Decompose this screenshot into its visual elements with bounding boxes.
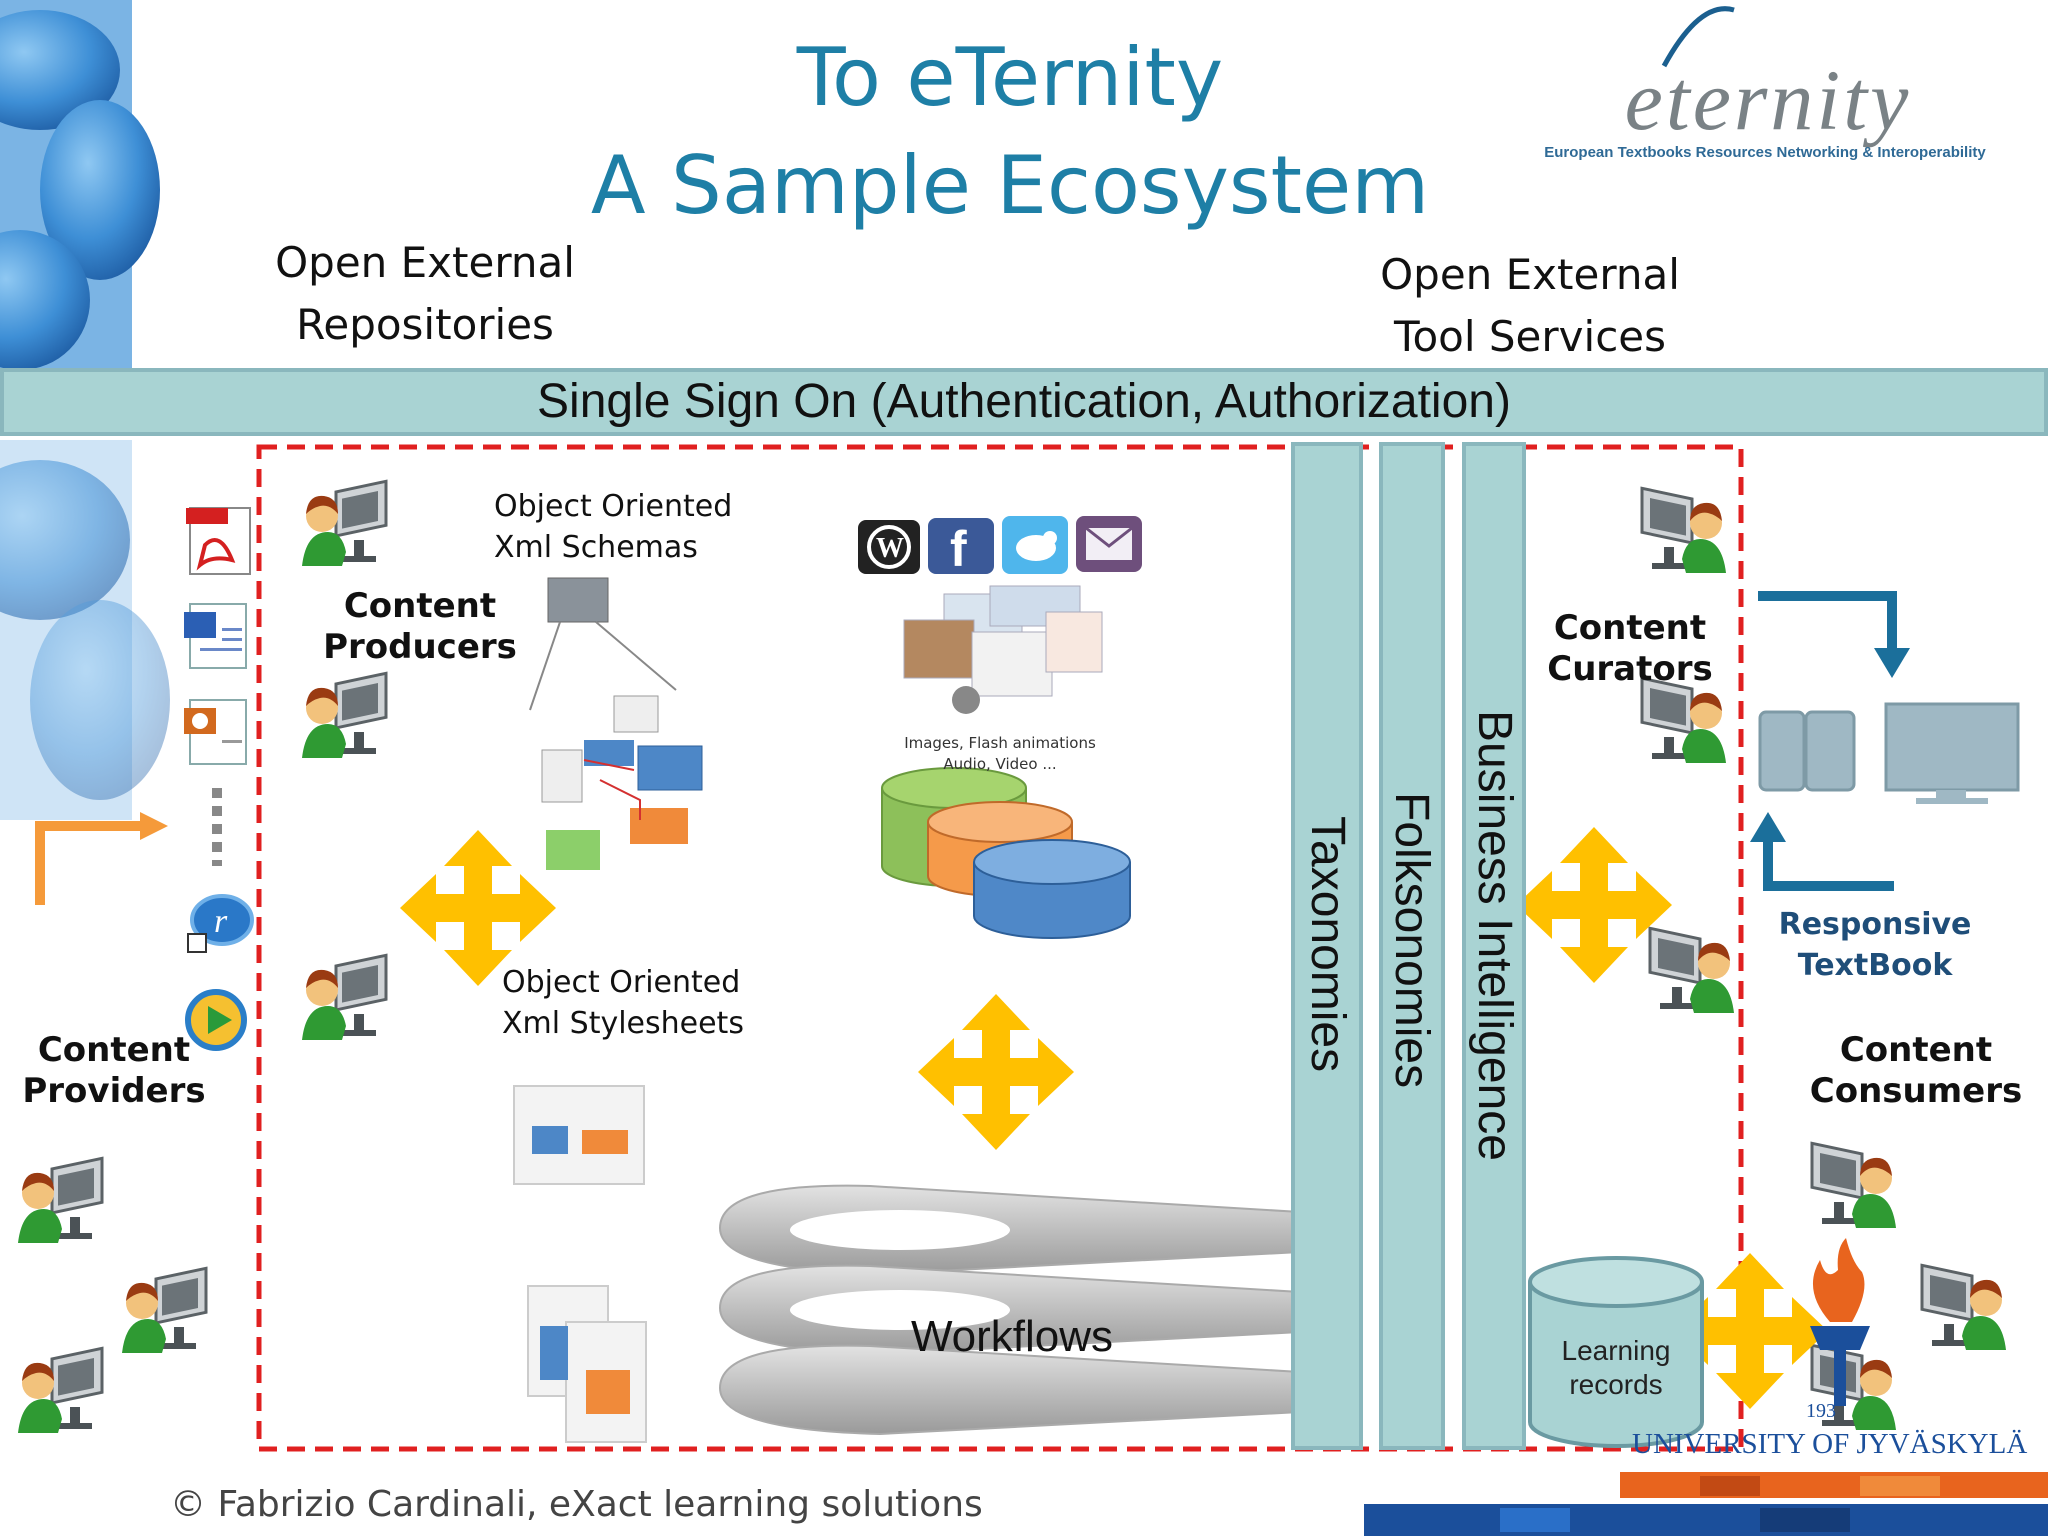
footer-credit: © Fabrizio Cardinali, eXact learning sol… — [170, 1484, 983, 1525]
media-collage — [903, 585, 1103, 714]
refresh-arrow-down — [1758, 591, 1910, 678]
page-title: To eTernity — [796, 31, 1224, 124]
eternity-logo: eternity — [1624, 52, 1912, 148]
folksonomies-bar: Folksonomies — [1379, 442, 1445, 1450]
university-year: 193 — [1806, 1400, 1836, 1422]
provider-person-icon — [16, 1156, 104, 1245]
business-intelligence-bar: Business Intelligence — [1462, 442, 1526, 1450]
university-name: UNIVERSITY OF JYVÄSKYLÄ — [1632, 1428, 2028, 1460]
more-dots-icon — [212, 788, 222, 866]
ecosystem-boundary — [256, 444, 1744, 1452]
svg-text:f: f — [950, 521, 967, 577]
orange-flow-arrow — [35, 812, 168, 905]
producer-person-icon — [300, 479, 388, 568]
decorative-pills-strip — [0, 0, 170, 820]
wordpress-icon: W — [858, 520, 920, 574]
eternity-logo-tagline: European Textbooks Resources Networking … — [1544, 144, 1986, 161]
xml-schema-diagram — [529, 577, 703, 870]
provider-person-icon — [120, 1266, 208, 1355]
provider-person-icon — [16, 1346, 104, 1435]
curator-person-icon — [1640, 486, 1728, 575]
curator-person-icon — [1648, 926, 1736, 1015]
consumer-person-icon — [1810, 1141, 1898, 1230]
curator-person-icon — [1640, 676, 1728, 765]
producer-person-icon — [300, 953, 388, 1042]
university-flame-logo — [1810, 1238, 1870, 1406]
taxonomies-bar: Taxonomies — [1291, 442, 1363, 1450]
producer-person-icon — [300, 671, 388, 760]
pdf-icon — [186, 507, 251, 575]
move-arrow-icon — [918, 994, 1074, 1150]
footer-color-strip — [1364, 1472, 2048, 1536]
page-subtitle: A Sample Ecosystem — [590, 139, 1430, 232]
sso-bar — [0, 368, 2048, 436]
svg-text:W: W — [876, 533, 904, 564]
powerpoint-icon — [184, 699, 247, 765]
repository-databases — [881, 767, 1131, 939]
stylesheet-documents — [513, 1085, 647, 1443]
eternity-logo-swoosh — [1661, 6, 1735, 68]
word-icon — [184, 603, 247, 669]
workflow-spiral — [718, 1184, 1301, 1436]
realplayer-icon: r — [187, 894, 254, 953]
learning-records-database — [1528, 1256, 1704, 1448]
twitter-icon — [1002, 516, 1068, 574]
single-sign-on-label: Single Sign On (Authentication, Authoriz… — [537, 375, 1511, 428]
facebook-icon: f — [928, 518, 994, 577]
svg-text:r: r — [214, 903, 228, 940]
media-player-icon — [185, 989, 247, 1051]
consumer-person-icon — [1920, 1263, 2008, 1352]
refresh-arrow-up — [1750, 812, 1894, 891]
devices-icon — [1758, 702, 2020, 804]
workflows-label: Workflows — [910, 1312, 1114, 1361]
email-icon — [1076, 516, 1142, 572]
